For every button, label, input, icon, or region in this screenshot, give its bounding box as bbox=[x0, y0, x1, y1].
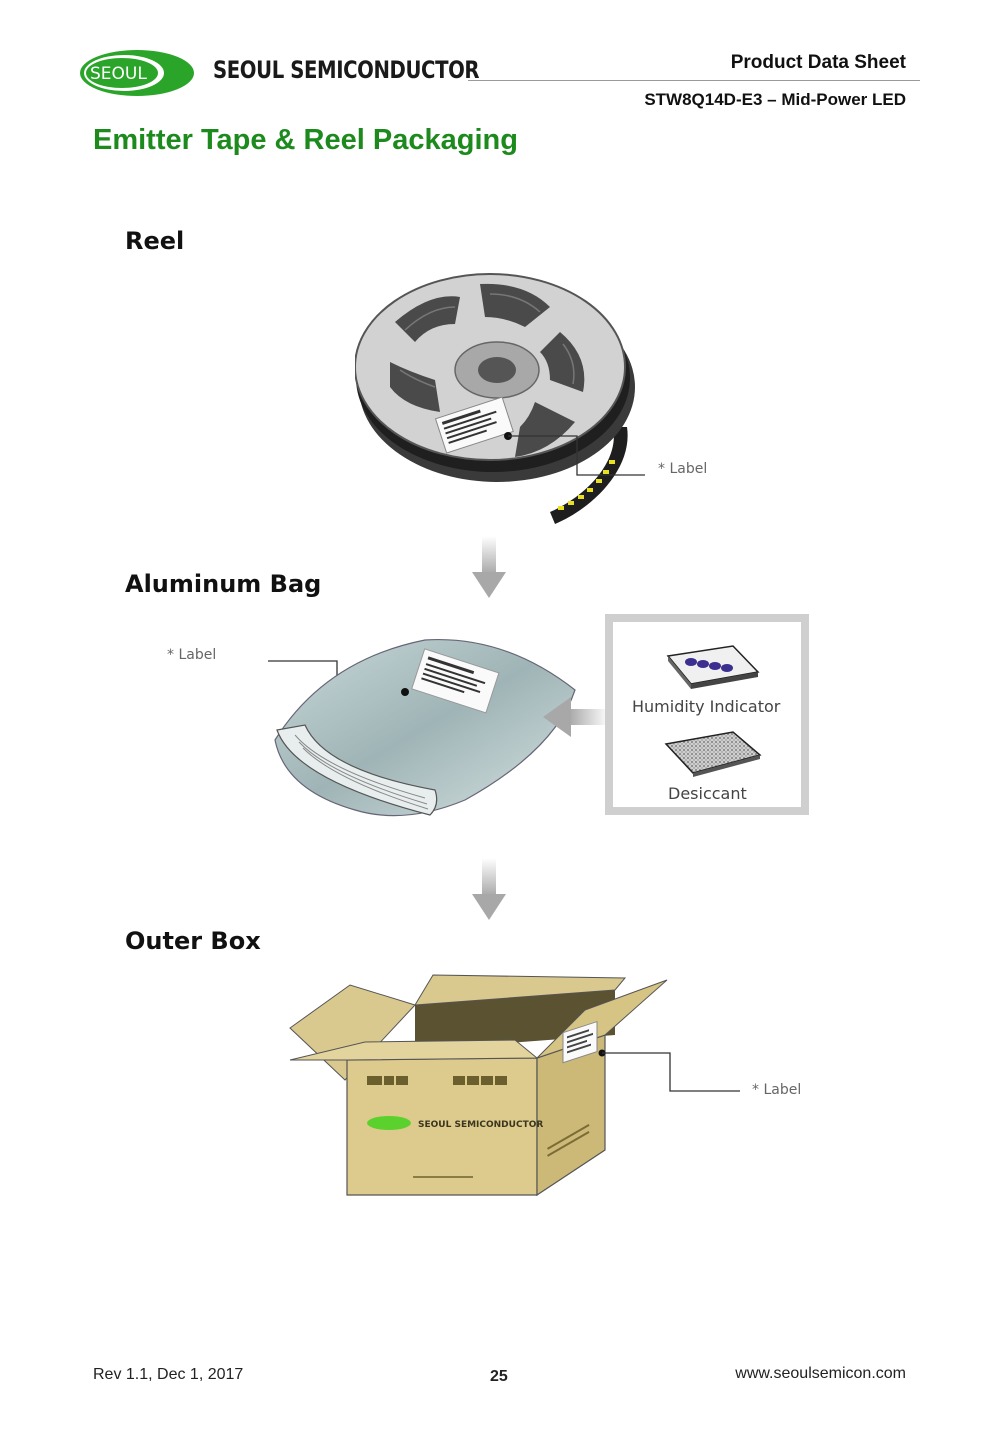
header-divider bbox=[468, 80, 920, 81]
page-title: Emitter Tape & Reel Packaging bbox=[93, 124, 518, 156]
down-arrow-icon bbox=[472, 858, 506, 920]
section-title-reel: Reel bbox=[125, 227, 185, 255]
box-label-callout: * Label bbox=[752, 1082, 802, 1098]
section-title-outer-box: Outer Box bbox=[125, 927, 261, 955]
desiccant-icon bbox=[664, 731, 762, 777]
left-arrow-icon bbox=[543, 697, 609, 737]
section-title-aluminum-bag: Aluminum Bag bbox=[125, 570, 322, 598]
aluminum-bag-illustration bbox=[268, 638, 576, 817]
footer-revision: Rev 1.1, Dec 1, 2017 bbox=[93, 1366, 244, 1383]
bag-label-callout: * Label bbox=[167, 647, 217, 663]
footer-url: www.seoulsemicon.com bbox=[735, 1365, 906, 1382]
desiccant-label: Desiccant bbox=[668, 784, 747, 803]
document-type: Product Data Sheet bbox=[730, 52, 906, 73]
down-arrow-icon bbox=[472, 536, 506, 598]
humidity-indicator-label: Humidity Indicator bbox=[632, 697, 781, 716]
document-subtitle: STW8Q14D-E3 – Mid-Power LED bbox=[644, 90, 906, 109]
logo-text: SEOUL bbox=[90, 64, 147, 84]
reel-illustration bbox=[355, 273, 645, 524]
humidity-indicator-icon bbox=[666, 645, 760, 689]
box-print-brand: SEOUL SEMICONDUCTOR bbox=[418, 1120, 543, 1130]
reel-label-callout: * Label bbox=[658, 461, 708, 477]
brand-name: SEOUL SEMICONDUCTOR bbox=[213, 56, 480, 84]
bag-contents-inset: Humidity Indicator Desiccant bbox=[605, 614, 809, 815]
seoul-logo: SEOUL bbox=[80, 50, 194, 96]
page-number: 25 bbox=[490, 1368, 508, 1385]
outer-box-illustration: SEOUL SEMICONDUCTOR bbox=[289, 974, 740, 1197]
